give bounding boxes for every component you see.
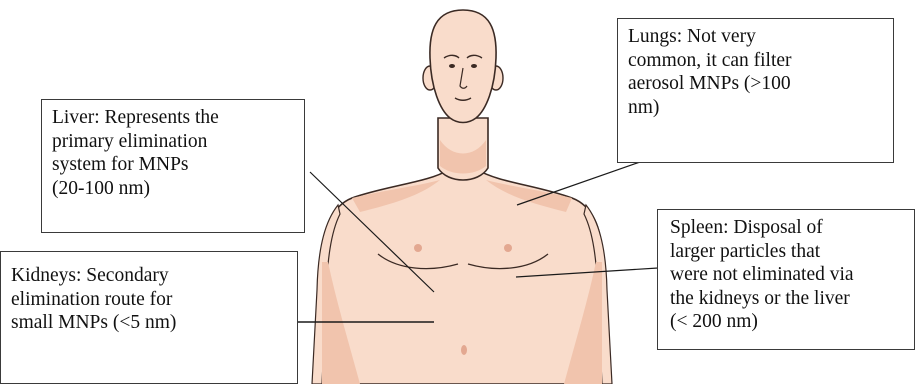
pointer-line-lungs	[517, 162, 640, 205]
head	[430, 10, 496, 123]
kidneys-label-box: Kidneys: Secondary elimination route for…	[0, 251, 298, 384]
spleen-label-box: Spleen: Disposal of larger particles tha…	[657, 209, 915, 350]
navel	[461, 345, 467, 355]
lungs-label-box: Lungs: Not very common, it can filter ae…	[617, 18, 894, 163]
right-eye	[471, 64, 477, 68]
liver-label-box: Liver: Represents the primary eliminatio…	[41, 99, 305, 233]
right-nipple	[504, 244, 512, 252]
left-eye	[449, 64, 455, 68]
left-nipple	[414, 244, 422, 252]
